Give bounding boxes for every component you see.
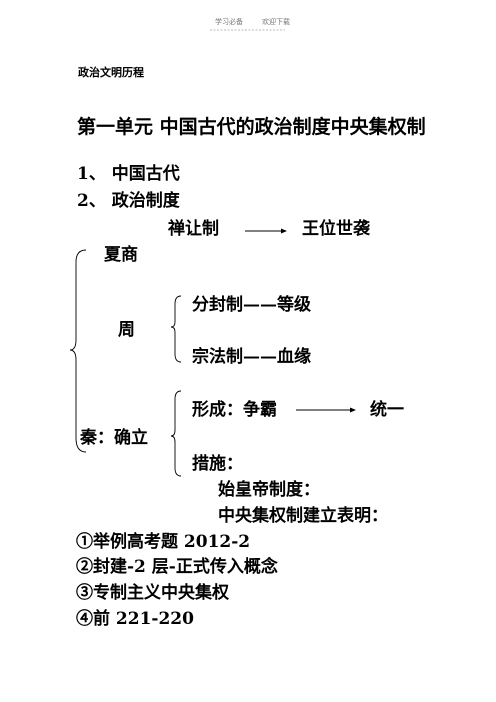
- item-1: 1、 中国古代: [77, 164, 180, 184]
- big-brace: [69, 249, 87, 453]
- dynasty-xiashang: 夏商: [104, 245, 138, 265]
- header-left-text: 学习必备: [215, 18, 243, 26]
- arrow-icon: [296, 407, 356, 413]
- unit-title: 第一单元 中国古代的政治制度中央集权制: [77, 116, 426, 138]
- qin-form-label: 形成：争霸: [192, 400, 277, 420]
- header-right-text: 欢迎下载: [262, 18, 290, 26]
- qin-sub-1: 始皇帝制度：: [218, 480, 320, 500]
- note-3: ③专制主义中央集权: [76, 583, 229, 603]
- item-2: 2、 政治制度: [77, 191, 180, 211]
- note-4: ④前 221-220: [76, 609, 194, 629]
- dynasty-zhou: 周: [118, 320, 135, 340]
- zhou-brace: [170, 295, 182, 363]
- small-title: 政治文明历程: [78, 66, 144, 79]
- arrow-icon: [245, 228, 287, 234]
- note-2: ②封建-2 层-正式传入概念: [76, 557, 278, 577]
- qin-brace: [170, 390, 182, 477]
- flow-to: 王位世袭: [302, 219, 370, 239]
- dynasty-qin: 秦：确立: [80, 428, 148, 448]
- note-1: ①举例高考题 2012-2: [76, 532, 251, 552]
- qin-sub-2: 中央集权制建立表明：: [218, 506, 388, 526]
- qin-form-to: 统一: [370, 400, 404, 420]
- zhou-item-1: 分封制——等级: [192, 295, 311, 315]
- qin-measures: 措施：: [192, 454, 243, 474]
- zhou-item-2: 宗法制——血缘: [192, 347, 311, 367]
- flow-from: 禅让制: [168, 219, 219, 239]
